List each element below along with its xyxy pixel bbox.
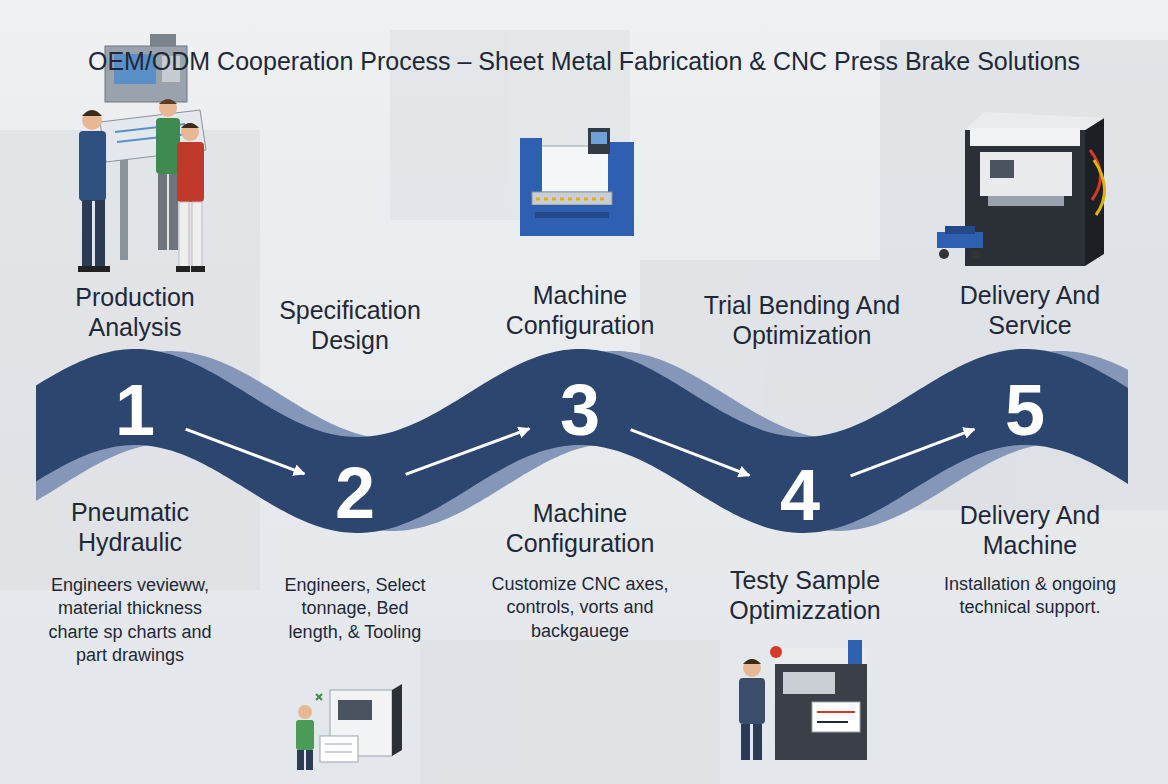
step-subheading: Delivery And Machine	[928, 500, 1133, 560]
step-node: Machine Configuration3Machine Configurat…	[535, 365, 625, 455]
step-node: Production Analysis1Pneumatic HydraulicE…	[90, 365, 180, 455]
trial-bending-illustration	[739, 640, 867, 760]
step-number: 5	[980, 365, 1070, 455]
step-heading: Trial Bending And Optimization	[700, 290, 905, 350]
flow-arrow	[406, 429, 530, 475]
flow-arrow	[186, 429, 305, 474]
tonnage-selection-illustration	[296, 684, 402, 770]
handshake-silhouette	[420, 640, 720, 784]
step-node: Specification Design2Engineers, Select t…	[310, 448, 400, 538]
step-node: Trial Bending And Optimization4Testy Sam…	[755, 450, 845, 540]
step-description: Engineers vevieww, material thickness ch…	[33, 574, 228, 668]
step-node: Delivery And Service5Delivery And Machin…	[980, 365, 1070, 455]
step-number: 1	[90, 365, 180, 455]
background-machines	[0, 30, 1168, 784]
step-description: Customize CNC axes, controls, vorts and …	[483, 573, 678, 643]
step-heading: Specification Design	[248, 295, 453, 355]
press-brake-illustration	[520, 128, 634, 236]
flow-arrow	[631, 430, 750, 476]
step-description: Engineers, Select tonnage, Bed length, &…	[280, 574, 430, 644]
step-subheading: Testy Sample Optimizzation	[703, 565, 908, 625]
step-heading: Machine Configuration	[478, 280, 683, 340]
step-heading: Delivery And Service	[928, 280, 1133, 340]
diagram-title: OEM/ODM Cooperation Process – Sheet Meta…	[0, 46, 1168, 76]
step-description: Installation & ongoing technical support…	[928, 573, 1133, 620]
step-subheading: Machine Configuration	[478, 498, 683, 558]
step-number: 3	[535, 365, 625, 455]
step-number: 2	[310, 448, 400, 538]
delivered-machine-illustration	[937, 112, 1105, 266]
step-subheading: Pneumatic Hydraulic	[28, 497, 233, 557]
flow-arrow	[851, 429, 975, 476]
step-heading: Production Analysis	[33, 282, 238, 342]
step-number: 4	[755, 450, 845, 540]
